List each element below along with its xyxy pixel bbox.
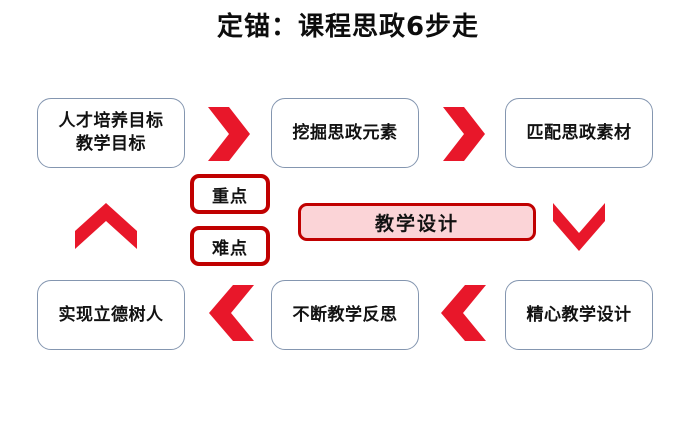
step-box-4-line1: 精心教学设计 [526, 304, 632, 325]
step-box-2-text: 挖掘思政元素 [272, 122, 418, 145]
step-box-3-text: 匹配思政素材 [506, 122, 652, 145]
emphasis-difficulty[interactable]: 难点 [190, 226, 270, 266]
step-box-2[interactable]: 挖掘思政元素 [271, 98, 419, 168]
step-box-5[interactable]: 不断教学反思 [271, 280, 419, 350]
step-box-5-text: 不断教学反思 [272, 304, 418, 327]
arrow-right-1-icon [205, 105, 253, 163]
emphasis-difficulty-label: 难点 [212, 238, 248, 259]
emphasis-key-point[interactable]: 重点 [190, 174, 270, 214]
step-box-4[interactable]: 精心教学设计 [505, 280, 653, 350]
step-box-3-line1: 匹配思政素材 [526, 122, 632, 143]
arrow-down-icon [550, 200, 608, 254]
arrow-left-2-icon [205, 283, 257, 343]
page-title: 定锚：课程思政6步走 [216, 12, 480, 42]
step-box-1-text: 人才培养目标 教学目标 [38, 110, 184, 156]
emphasis-key-point-label: 重点 [212, 186, 248, 207]
arrow-left-1-icon [437, 283, 489, 343]
arrow-right-2-icon [440, 105, 488, 163]
step-box-6[interactable]: 实现立德树人 [37, 280, 185, 350]
step-box-6-text: 实现立德树人 [38, 304, 184, 327]
step-box-6-line1: 实现立德树人 [58, 304, 164, 325]
center-teaching-design-label: 教学设计 [374, 212, 459, 235]
step-box-1-line2: 教学目标 [76, 134, 146, 154]
step-box-4-text: 精心教学设计 [506, 304, 652, 327]
step-box-3[interactable]: 匹配思政素材 [505, 98, 653, 168]
center-teaching-design-box[interactable]: 教学设计 [298, 203, 536, 241]
step-box-5-line1: 不断教学反思 [292, 304, 398, 325]
step-box-1-line1: 人才培养目标 [58, 111, 164, 131]
step-box-1[interactable]: 人才培养目标 教学目标 [37, 98, 185, 168]
arrow-up-icon [72, 200, 140, 252]
step-box-2-line1: 挖掘思政元素 [292, 122, 398, 143]
